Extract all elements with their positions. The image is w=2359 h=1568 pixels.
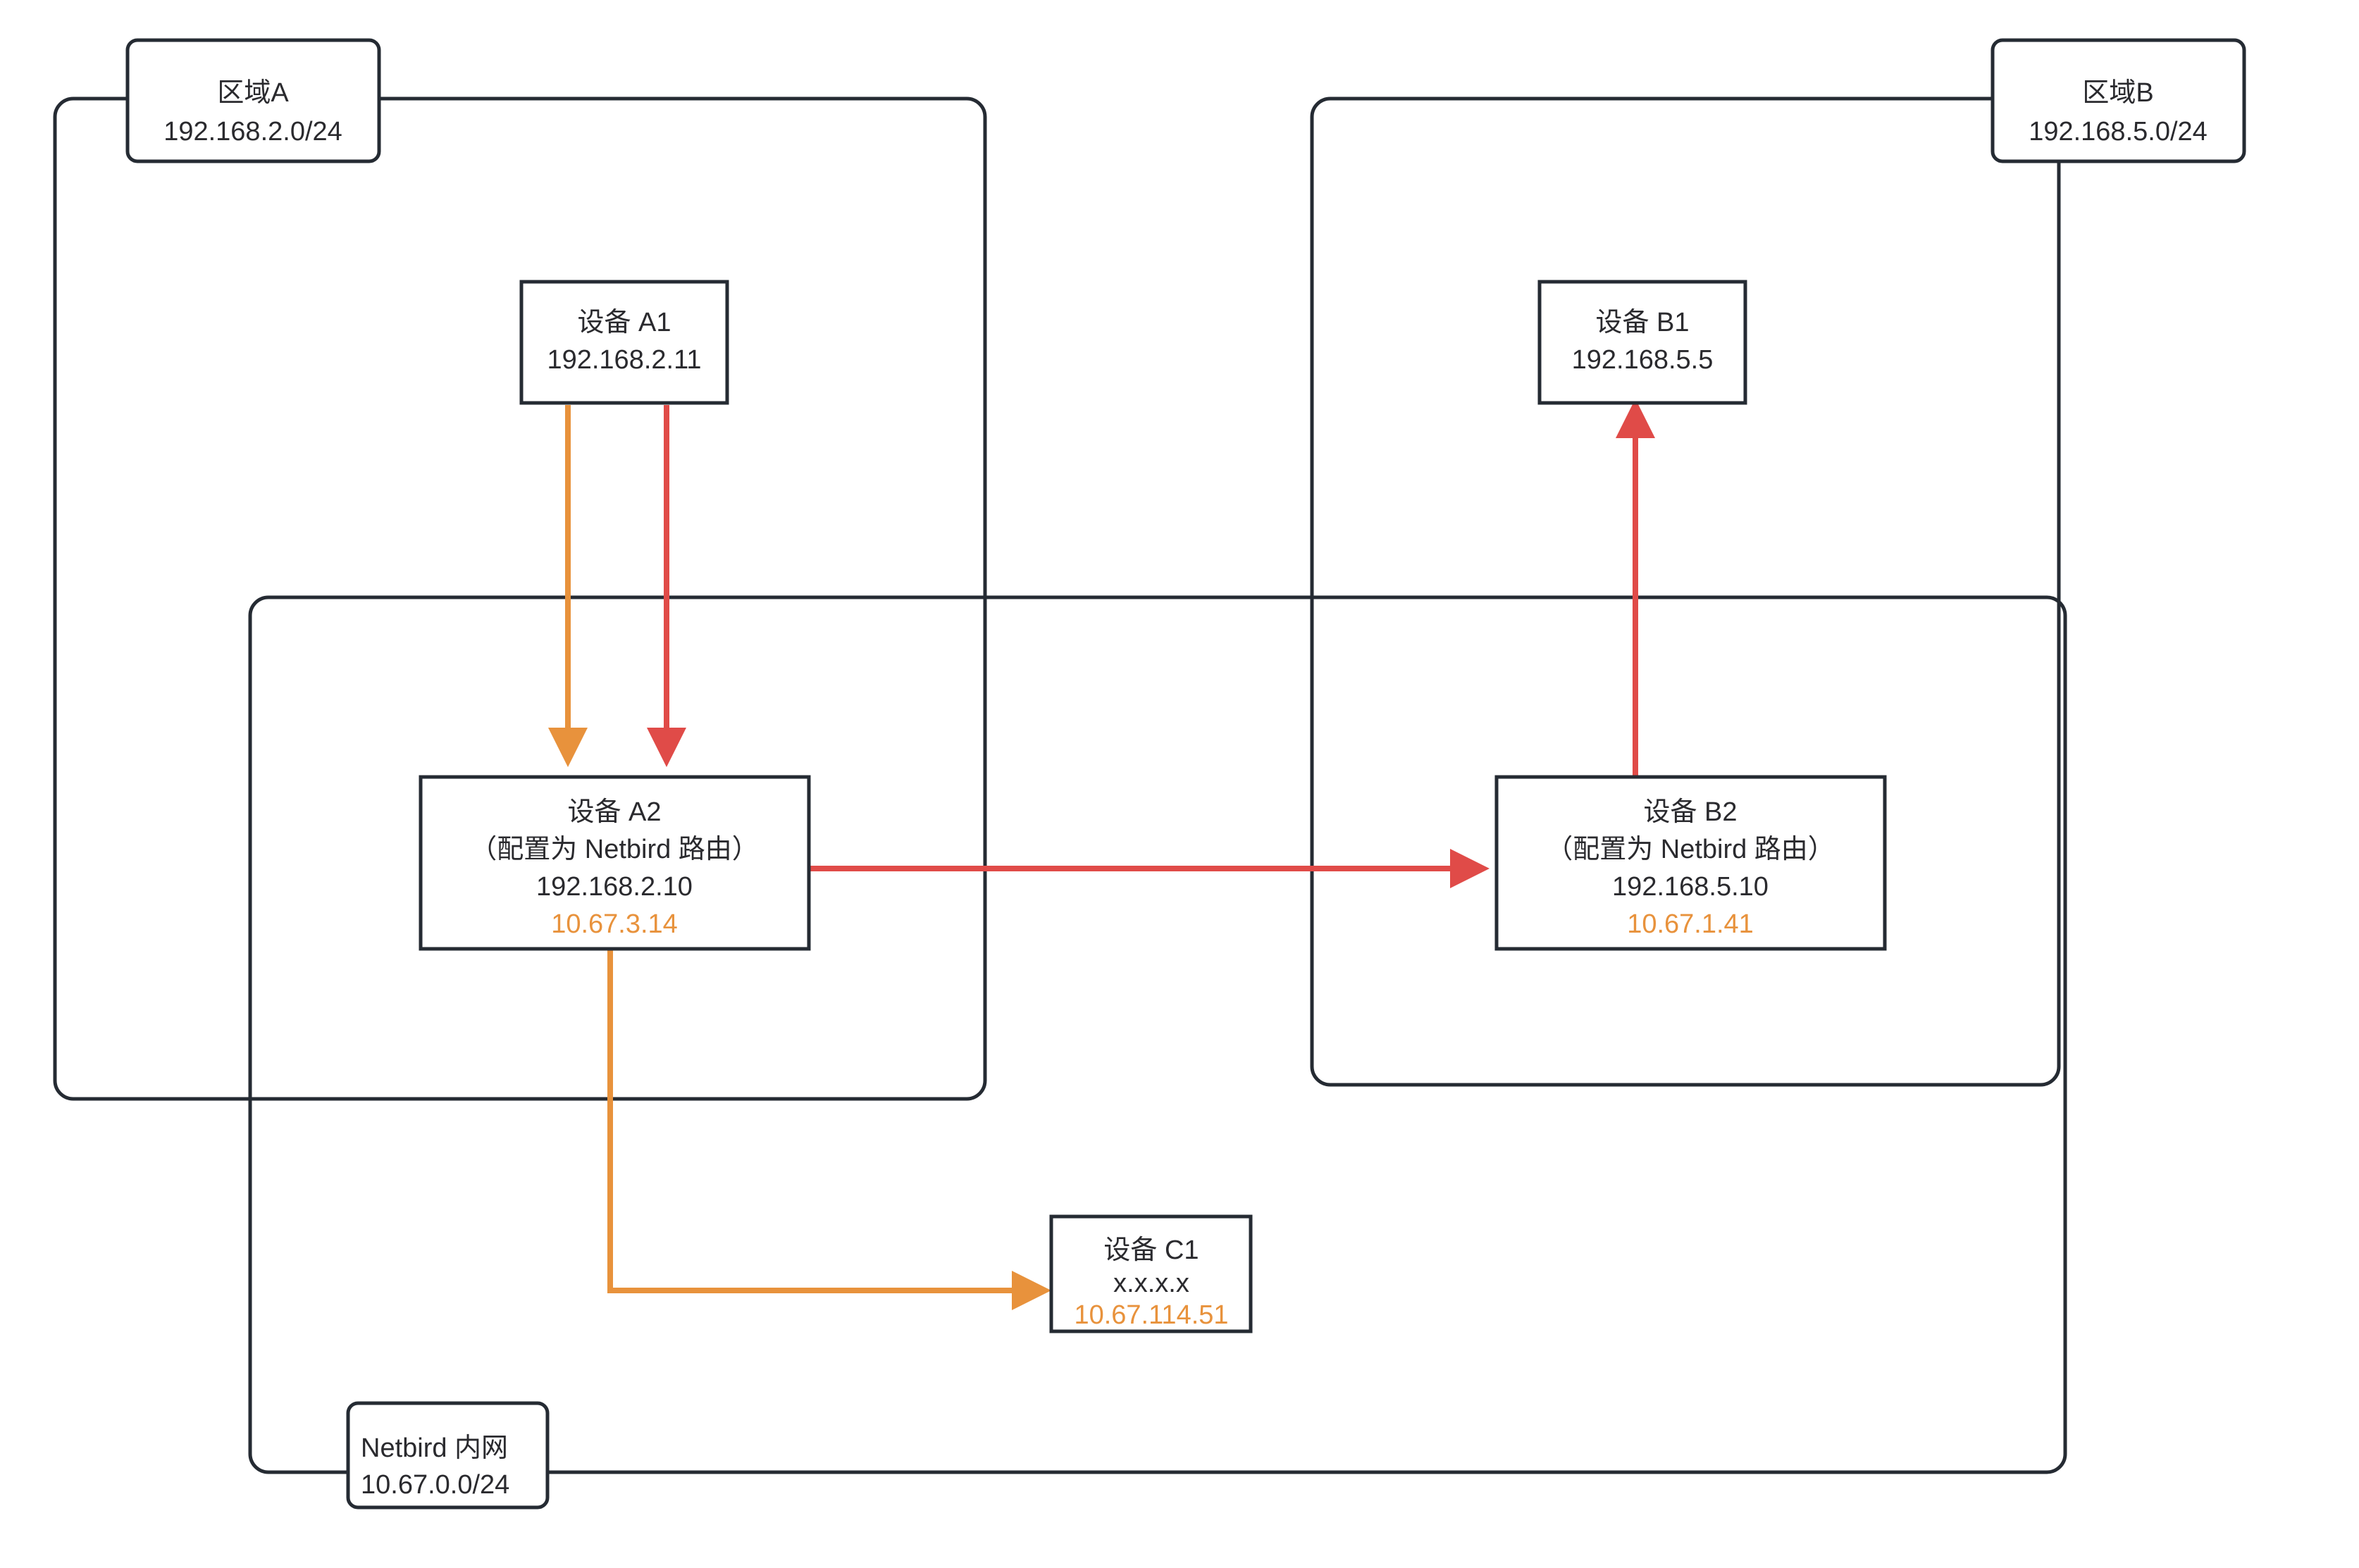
region-b-boundary (1310, 97, 2061, 1087)
node-device-c1[interactable]: 设备 C1 x.x.x.x 10.67.114.51 (1049, 1214, 1253, 1333)
device-a1-lan-ip: 192.168.2.11 (547, 345, 701, 375)
device-a2-lan-ip: 192.168.2.10 (536, 872, 693, 902)
device-a2-name: 设备 A2 (567, 797, 661, 827)
device-b1-lan-ip: 192.168.5.5 (1572, 345, 1714, 375)
device-c1-lan-ip: x.x.x.x (1113, 1269, 1189, 1298)
region-a-title: 区域A (217, 78, 289, 108)
device-b2-overlay-ip: 10.67.1.41 (1627, 909, 1754, 939)
node-device-b1[interactable]: 设备 B1 192.168.5.5 (1537, 280, 1747, 405)
device-c1-name: 设备 C1 (1103, 1236, 1199, 1265)
region-a-label-box (125, 38, 381, 163)
device-b1-box (1537, 280, 1747, 405)
region-b-label[interactable]: 区域B 192.168.5.0/24 (1990, 38, 2246, 163)
region-b-subnet: 192.168.5.0/24 (2029, 117, 2208, 147)
node-device-a1[interactable]: 设备 A1 192.168.2.11 (519, 280, 729, 405)
netbird-label[interactable]: Netbird 内网 10.67.0.0/24 (346, 1401, 550, 1510)
region-a-subnet: 192.168.2.0/24 (163, 117, 342, 147)
device-b2-name: 设备 B2 (1643, 797, 1737, 827)
device-c1-overlay-ip: 10.67.114.51 (1074, 1300, 1228, 1330)
device-a1-name: 设备 A1 (577, 308, 671, 337)
region-b-label-box (1990, 38, 2246, 163)
device-a1-box (519, 280, 729, 405)
device-a2-note: （配置为 Netbird 路由） (470, 835, 759, 864)
flow-a2-to-c1-orange (607, 950, 1051, 1310)
device-b1-name: 设备 B1 (1595, 308, 1689, 337)
netbird-subnet: 10.67.0.0/24 (361, 1470, 509, 1500)
region-b-title: 区域B (2082, 78, 2153, 108)
netbird-label-box (346, 1401, 550, 1510)
device-c1-box (1049, 1214, 1253, 1333)
netbird-overlay-boundary (248, 595, 2067, 1474)
netbird-title: Netbird 内网 (361, 1433, 508, 1463)
node-device-a2[interactable]: 设备 A2 （配置为 Netbird 路由） 192.168.2.10 10.6… (419, 775, 811, 951)
device-b2-box (1494, 775, 1887, 951)
region-a-label[interactable]: 区域A 192.168.2.0/24 (125, 38, 381, 163)
device-a2-overlay-ip: 10.67.3.14 (551, 909, 678, 939)
device-a2-box (419, 775, 811, 951)
node-device-b2[interactable]: 设备 B2 （配置为 Netbird 路由） 192.168.5.10 10.6… (1494, 775, 1887, 951)
device-b2-lan-ip: 192.168.5.10 (1612, 872, 1769, 902)
device-b2-note: （配置为 Netbird 路由） (1546, 835, 1835, 864)
